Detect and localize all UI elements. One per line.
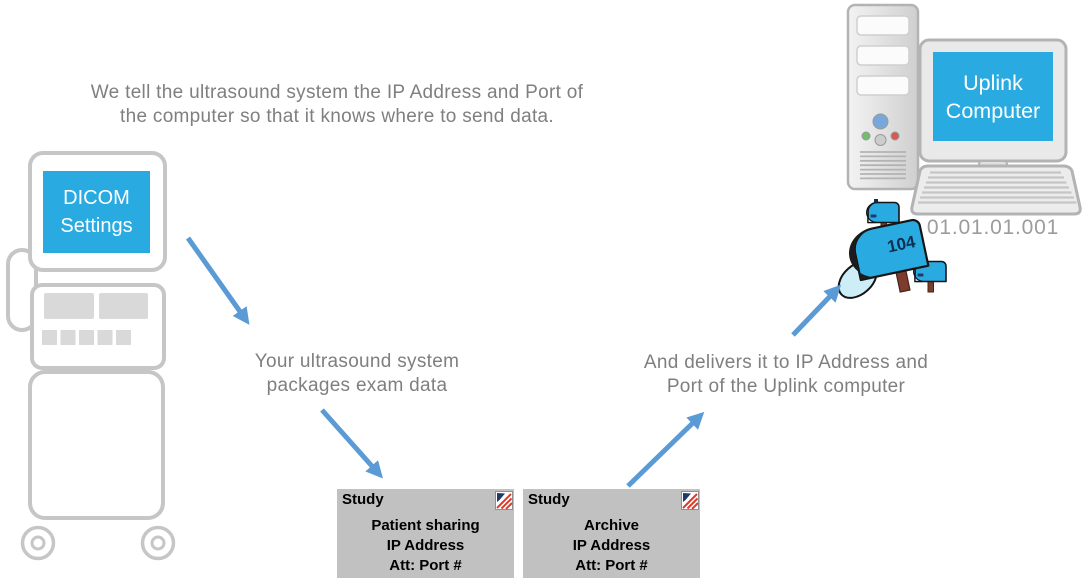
- uplink-label-line1: Uplink: [963, 70, 1023, 95]
- wheel-hub: [30, 535, 46, 551]
- uplink-computer-illustration: [846, 3, 1082, 216]
- drive-bay: [856, 45, 910, 66]
- keyboard-key-rows: [918, 171, 1077, 204]
- panel-key-small: [116, 330, 131, 345]
- study-box-title: Study: [342, 491, 384, 508]
- flow-arrow-3: [626, 411, 705, 488]
- power-button: [872, 113, 889, 130]
- panel-key-small: [79, 330, 94, 345]
- ultrasound-screen: [43, 171, 150, 253]
- flag-icon: [681, 491, 699, 510]
- caption-step1-line1: We tell the ultrasound system the IP Add…: [90, 82, 584, 103]
- study-box-title: Study: [528, 491, 570, 508]
- study-box-lines: Patient sharing IP Address Att: Port #: [337, 516, 514, 576]
- study-box-lines: Archive IP Address Att: Port #: [523, 516, 700, 576]
- uplink-label-line2: Computer: [945, 98, 1041, 123]
- study-box-archive: Study Archive IP Address Att: Port #: [523, 489, 700, 578]
- mailbox-open-icon: 104: [837, 218, 930, 299]
- study-line: Patient sharing: [371, 517, 480, 534]
- uplink-computer-screen-label: Uplink Computer: [933, 52, 1053, 141]
- flow-arrow-2: [320, 408, 383, 479]
- dicom-settings-screen-label: DICOM Settings: [43, 171, 150, 253]
- panel-key-small: [97, 330, 113, 345]
- tower-vents: [860, 151, 906, 180]
- drive-bay: [856, 15, 910, 36]
- uplink-ip-address: 01.01.01.001: [926, 216, 1060, 239]
- drive-bay: [856, 75, 910, 96]
- flag-icon: [495, 491, 513, 510]
- panel-key-large: [44, 293, 94, 319]
- study-box-patient-sharing: Study Patient sharing IP Address Att: Po…: [337, 489, 514, 578]
- red-led: [890, 131, 900, 141]
- study-line: IP Address: [572, 537, 651, 554]
- caption-step2: Your ultrasound system packages exam dat…: [237, 350, 477, 398]
- uplink-screen: [933, 52, 1053, 141]
- study-line: Archive: [583, 517, 640, 534]
- wheel-hub: [150, 535, 166, 551]
- reset-button: [874, 134, 887, 146]
- panel-key-small: [60, 330, 76, 345]
- caption-step1-line2: the computer so that it knows where to s…: [120, 106, 554, 127]
- study-line: Att: Port #: [389, 557, 462, 574]
- study-box-header: Study: [337, 489, 514, 510]
- study-line: Att: Port #: [575, 557, 648, 574]
- caption-step3-line2: Port of the Uplink computer: [666, 376, 906, 397]
- green-led: [861, 131, 871, 141]
- ultrasound-body: [28, 370, 165, 520]
- caption-step2-line2: packages exam data: [266, 375, 448, 396]
- mailboxes-illustration: 104: [837, 199, 947, 299]
- dicom-label-line1: DICOM: [63, 187, 130, 209]
- study-box-header: Study: [523, 489, 700, 510]
- caption-step3: And delivers it to IP Address and Port o…: [618, 351, 954, 399]
- dicom-label-line2: Settings: [60, 215, 133, 237]
- panel-key-small: [42, 330, 57, 345]
- study-line: IP Address: [386, 537, 465, 554]
- panel-key-large: [99, 293, 148, 319]
- caption-step2-line1: Your ultrasound system: [254, 351, 460, 372]
- caption-step1: We tell the ultrasound system the IP Add…: [60, 81, 614, 129]
- caption-step3-line1: And delivers it to IP Address and: [643, 352, 929, 373]
- ultrasound-machine-illustration: [6, 151, 176, 561]
